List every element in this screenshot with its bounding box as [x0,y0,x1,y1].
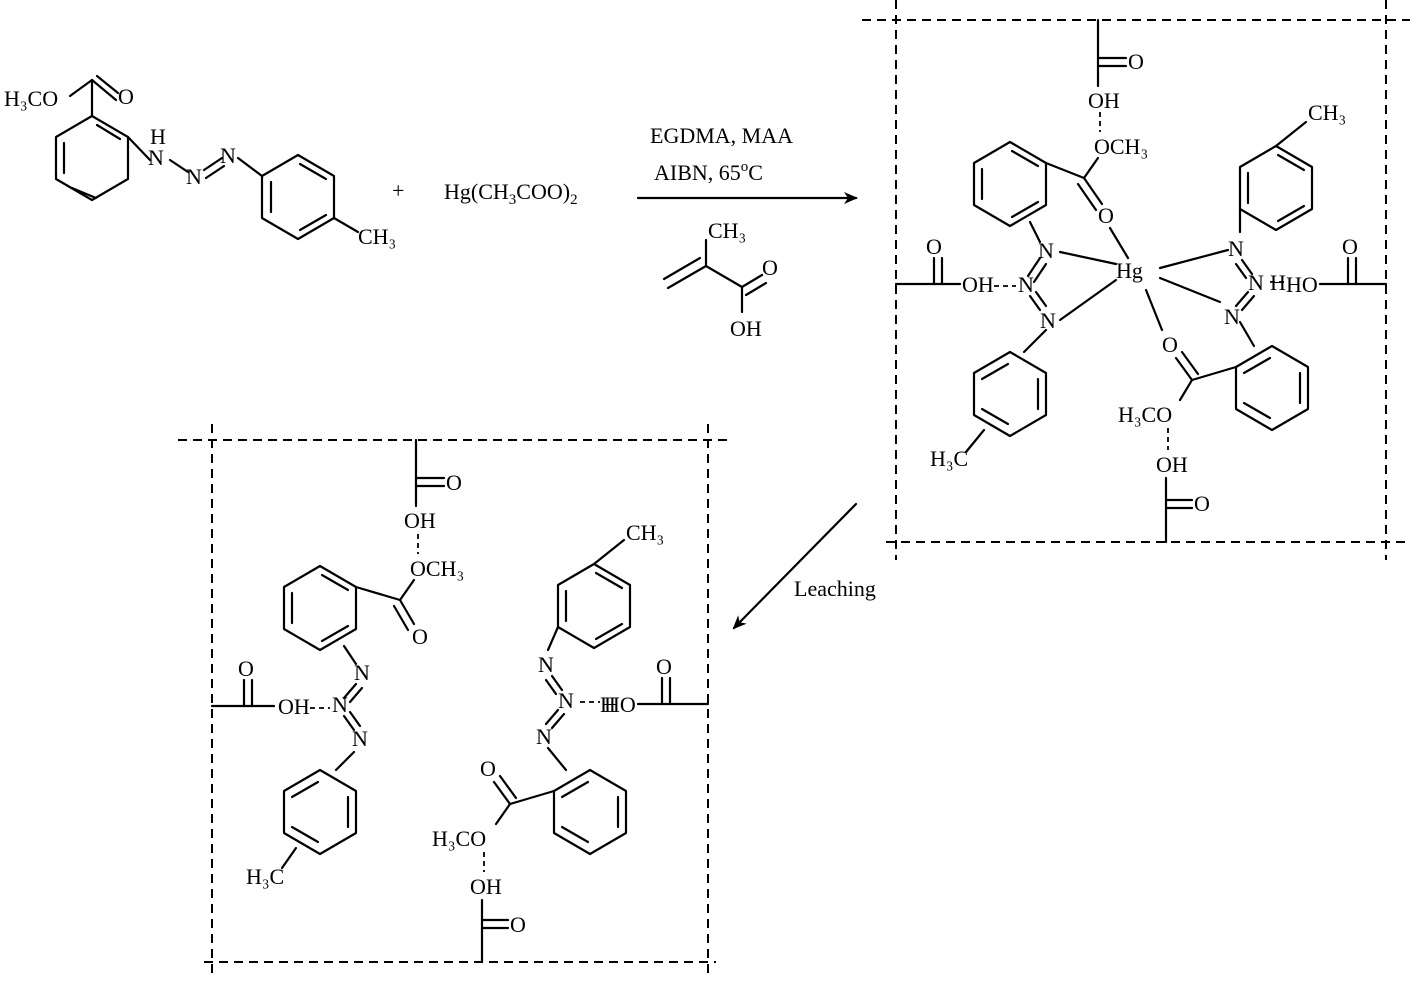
reactant-carbonyl-o: O [118,84,134,109]
svg-text:OH: OH [404,508,436,533]
svg-text:OH: OH [470,874,502,899]
svg-text:O: O [926,234,942,259]
svg-text:O: O [1128,49,1144,74]
svg-text:N: N [1224,304,1240,329]
leaching-arrow [732,502,858,630]
svg-text:O: O [1098,203,1114,228]
reactant-benzene-ring [54,114,130,202]
svg-text:N: N [1040,308,1056,333]
svg-text:H₃C: H₃C [930,446,968,471]
svg-text:H₃CO: H₃CO [1118,402,1172,427]
maa-methyl: CH₃ [708,218,746,243]
svg-text:O: O [1342,234,1358,259]
svg-text:OH: OH [1088,88,1120,113]
svg-text:N: N [538,652,554,677]
svg-text:O: O [446,470,462,495]
svg-text:H: H [600,692,616,717]
svg-text:N: N [354,660,370,685]
svg-text:OH: OH [962,272,994,297]
maa-structure: CH₃ O OH [662,218,778,341]
svg-text:N: N [558,688,574,713]
reactant-tolyl-ring [260,153,336,241]
reactant-ester-label: H₃CO [4,86,58,111]
leached-polymer: O OH OCH₃ O N N N O OH [178,424,730,978]
svg-text:N: N [1228,236,1244,261]
reactant-ring-inner-bond [70,186,98,200]
reactant-ring-inner-bond [95,123,122,141]
svg-text:O: O [1162,332,1178,357]
svg-text:OH: OH [278,694,310,719]
svg-text:N: N [352,726,368,751]
svg-text:O: O [480,756,496,781]
svg-text:N: N [536,724,552,749]
plus-sign: + [392,178,404,203]
svg-text:H₃C: H₃C [246,864,284,889]
svg-text:H: H [1270,270,1286,295]
svg-text:N: N [1248,270,1264,295]
reactant-n2: N [186,164,202,189]
svg-text:O: O [510,912,526,937]
reactant-n3: N [220,143,236,168]
svg-text:N: N [1038,238,1054,263]
svg-text:HO: HO [1286,272,1318,297]
svg-text:H₃CO: H₃CO [432,826,486,851]
leaching-label: Leaching [794,576,876,601]
svg-text:O: O [412,624,428,649]
svg-text:N: N [1018,272,1034,297]
svg-text:CH₃: CH₃ [626,520,664,545]
svg-text:CH₃: CH₃ [1308,100,1346,125]
svg-text:OH: OH [1156,452,1188,477]
svg-text:O: O [238,656,254,681]
svg-text:O: O [1194,491,1210,516]
svg-text:HO: HO [604,692,636,717]
complex-hg: Hg [1116,258,1143,283]
imprinted-complex: O OH OCH₃ O N N N O OH [862,0,1410,560]
svg-text:N: N [332,692,348,717]
conditions-line2: AIBN, 65oC [654,159,763,185]
mercury-acetate: Hg(CH3COO)2 [444,179,578,208]
reactant-methyl: CH₃ [358,224,396,249]
svg-text:O: O [656,654,672,679]
reactant-n1: N [148,145,164,170]
svg-text:OCH₃: OCH₃ [410,556,464,581]
conditions-line1: EGDMA, MAA [650,123,793,148]
reactant-nh-h: H [150,124,166,149]
maa-hydroxyl: OH [730,316,762,341]
svg-text:OCH₃: OCH₃ [1094,134,1148,159]
reactant-triazene: H₃CO O H N N N CH₃ [4,74,396,249]
maa-carbonyl-o: O [762,255,778,280]
